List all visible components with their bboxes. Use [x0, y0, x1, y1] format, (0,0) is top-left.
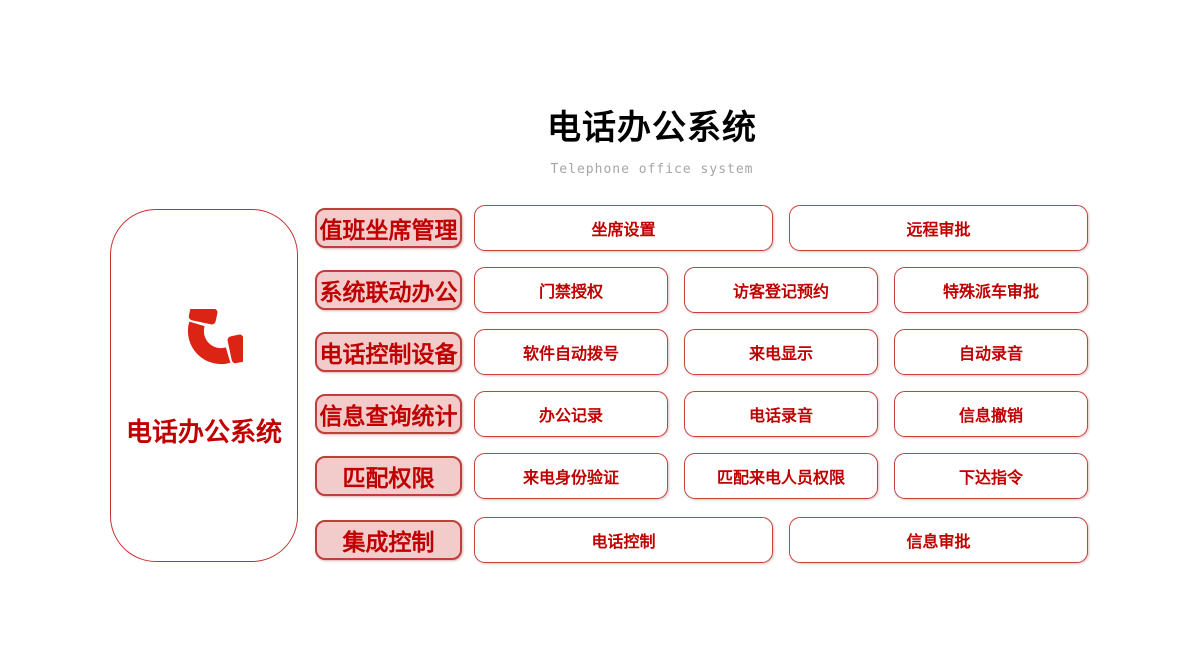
item-box: 自动录音: [894, 329, 1088, 375]
item-box: 门禁授权: [474, 267, 668, 313]
row-system-linkage-office: 系统联动办公 门禁授权 访客登记预约 特殊派车审批: [315, 267, 1088, 313]
item-box: 软件自动拨号: [474, 329, 668, 375]
item-box: 访客登记预约: [684, 267, 878, 313]
item-box: 信息审批: [789, 517, 1088, 563]
row-items: 软件自动拨号 来电显示 自动录音: [474, 329, 1088, 375]
item-box: 电话录音: [684, 391, 878, 437]
item-box: 来电显示: [684, 329, 878, 375]
page-subtitle: Telephone office system: [550, 162, 754, 177]
item-box: 坐席设置: [474, 205, 773, 251]
row-items: 坐席设置 远程审批: [474, 205, 1088, 251]
row-items: 电话控制 信息审批: [474, 517, 1088, 563]
row-items: 办公记录 电话录音 信息撤销: [474, 391, 1088, 437]
item-box: 办公记录: [474, 391, 668, 437]
category-label: 电话控制设备: [315, 332, 462, 372]
item-box: 信息撤销: [894, 391, 1088, 437]
page-title: 电话办公系统: [547, 109, 757, 147]
row-info-query-statistics: 信息查询统计 办公记录 电话录音 信息撤销: [315, 391, 1088, 437]
item-box: 远程审批: [789, 205, 1088, 251]
item-box: 来电身份验证: [474, 453, 668, 499]
item-box: 电话控制: [474, 517, 773, 563]
phone-icon: [187, 309, 243, 365]
row-phone-control-device: 电话控制设备 软件自动拨号 来电显示 自动录音: [315, 329, 1088, 375]
category-label: 信息查询统计: [315, 394, 462, 434]
row-items: 门禁授权 访客登记预约 特殊派车审批: [474, 267, 1088, 313]
category-label: 匹配权限: [315, 456, 462, 496]
row-duty-seat-management: 值班坐席管理 坐席设置 远程审批: [315, 205, 1088, 251]
row-integrated-control: 集成控制 电话控制 信息审批: [315, 517, 1088, 563]
system-panel: 电话办公系统: [110, 209, 298, 562]
item-box: 匹配来电人员权限: [684, 453, 878, 499]
row-items: 来电身份验证 匹配来电人员权限 下达指令: [474, 453, 1088, 499]
category-label: 集成控制: [315, 520, 462, 560]
item-box: 下达指令: [894, 453, 1088, 499]
row-permission-matching: 匹配权限 来电身份验证 匹配来电人员权限 下达指令: [315, 453, 1088, 499]
category-label: 系统联动办公: [315, 270, 462, 310]
system-panel-label: 电话办公系统: [125, 417, 282, 447]
item-box: 特殊派车审批: [894, 267, 1088, 313]
category-label: 值班坐席管理: [315, 208, 462, 248]
